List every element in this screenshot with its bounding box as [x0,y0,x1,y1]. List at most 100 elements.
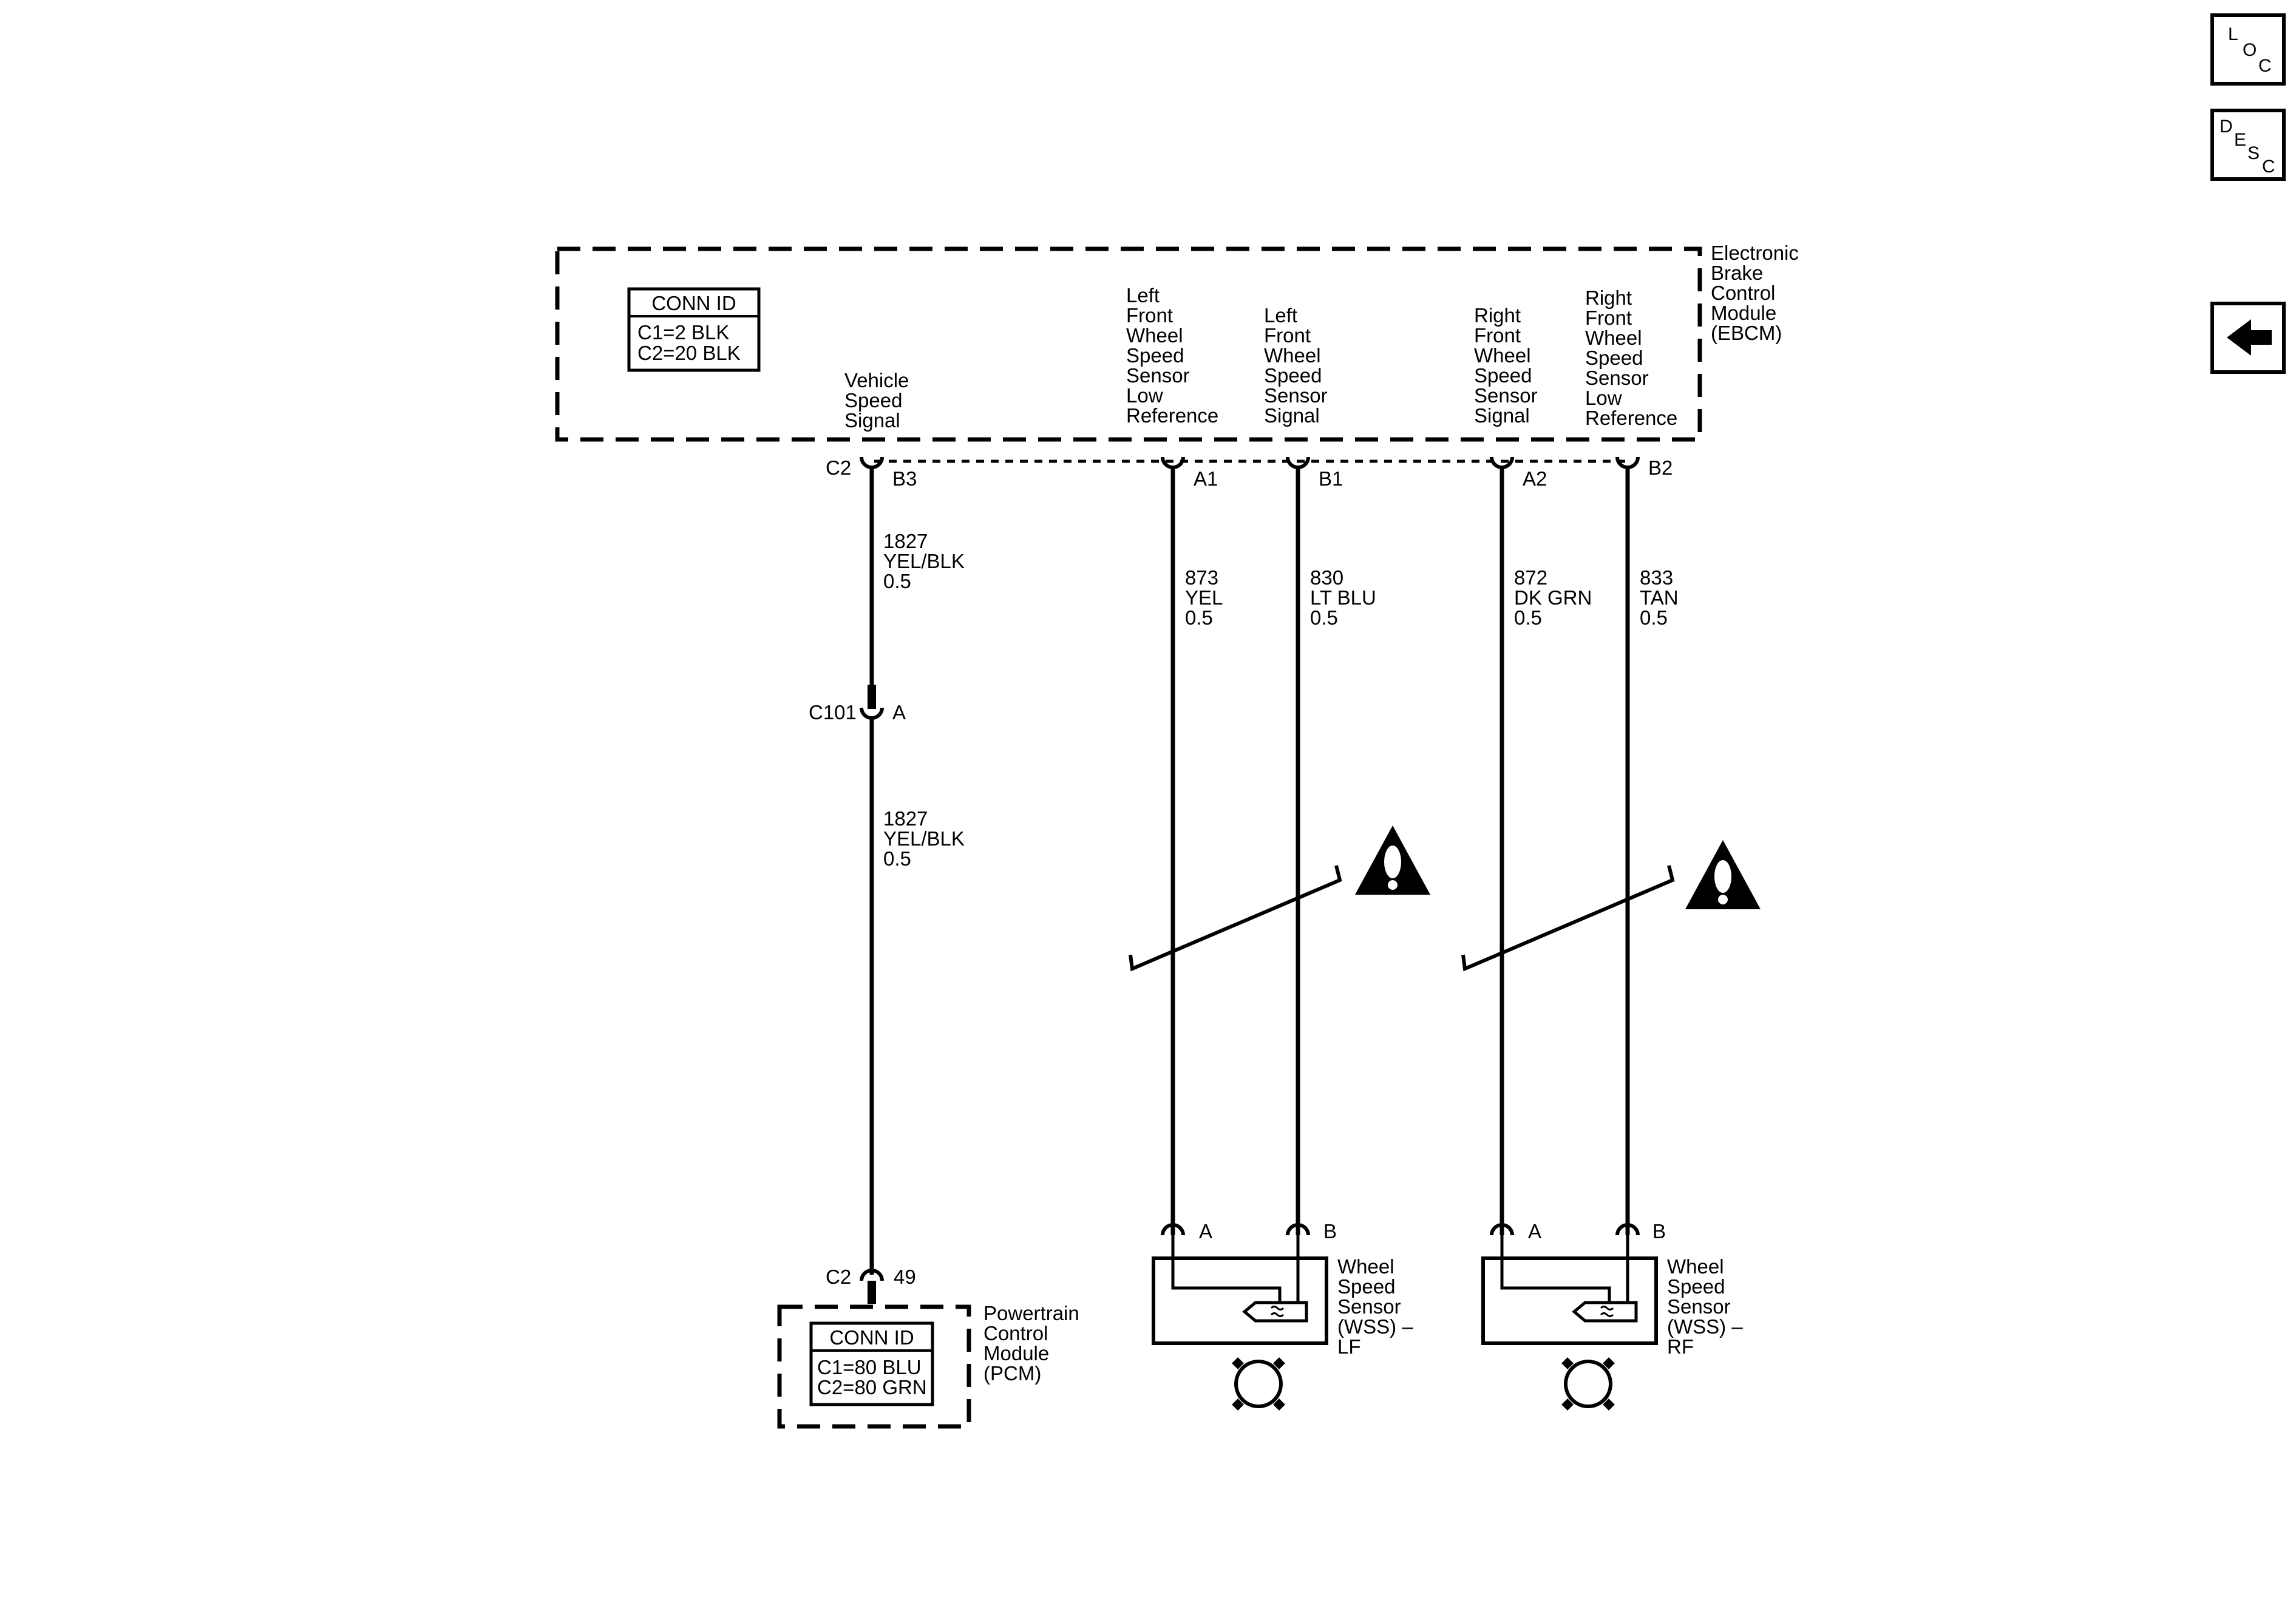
wire-label-line: 872 [1514,566,1547,589]
wire-label-1827-lower: 1827 YEL/BLK 0.5 [883,807,965,870]
circuit-label-line: Front [1474,324,1521,347]
pin-terminal-wss-rf-b [1615,1223,1640,1236]
wss-rf-name: Wheel Speed Sensor (WSS) – RF [1667,1255,1743,1358]
circuit-label-line: Speed [1585,347,1643,369]
wire-label-830: 830 LT BLU 0.5 [1310,566,1376,629]
pin-terminal-b3 [860,456,884,469]
wss-name-line: (WSS) – [1337,1315,1413,1338]
wire-label-line: DK GRN [1514,586,1592,609]
esd-warning-icon[interactable] [1685,840,1761,909]
loc-letter-l: L [2228,24,2238,44]
circuit-label-line: Speed [1126,344,1184,367]
pcm-conn-id-title: CONN ID [829,1326,914,1349]
wss-rf-sensor: A B [1481,1220,1666,1411]
circuit-label-line: Reference [1126,404,1218,427]
wss-lf-name: Wheel Speed Sensor (WSS) – LF [1337,1255,1413,1358]
circuit-label-line: Vehicle [844,369,909,392]
wss-lf-pin-a-label: A [1199,1220,1212,1242]
wire-label-line: 0.5 [883,847,911,870]
wire-label-line: 0.5 [1185,606,1213,629]
ebcm-conn-id-c2: C2=20 BLK [637,342,741,364]
circuit-label-line: Low [1585,387,1622,409]
left-arrow-icon [2227,319,2272,356]
wss-lf-pin-b-label: B [1323,1220,1337,1242]
circuit-label-line: Left [1126,284,1160,307]
circuit-label-line: Front [1264,324,1311,347]
wire-label-line: 1827 [883,530,928,552]
wss-rf-pin-b-label: B [1652,1220,1666,1242]
pin-terminal-wss-rf-a [1490,1223,1514,1236]
wire-label-line: YEL/BLK [883,827,965,850]
ebcm-conn-id-box: CONN ID C1=2 BLK C2=20 BLK [627,287,761,372]
ebcm-module [555,246,1702,463]
pcm-connector-label: C2 [826,1266,851,1288]
circuit-label-lf-signal: Left Front Wheel Speed Sensor Signal [1264,304,1328,427]
circuit-label-line: Speed [1264,364,1322,387]
pcm-name: Powertrain Control Module (PCM) [983,1302,1079,1385]
loc-letter-c: C [2258,56,2272,76]
wire-label-line: 0.5 [1640,606,1668,629]
pcm-conn-id-box: CONN ID C1=80 BLU C2=80 GRN [809,1321,934,1406]
ebcm-name-line: Module [1711,302,1776,324]
esd-warning-icon[interactable] [1355,825,1430,895]
pcm-name-line: Control [983,1322,1048,1344]
pcm-name-line: Powertrain [983,1302,1079,1324]
pin-label-a2: A2 [1523,467,1547,490]
circuit-label-line: Reference [1585,407,1677,429]
circuit-label-line: Right [1474,304,1521,327]
wss-name-line: Speed [1667,1275,1725,1298]
desc-letter-d: D [2220,117,2233,137]
coil-icon [1270,1306,1285,1317]
c101-label: C101 [809,701,857,724]
wire-label-line: 833 [1640,566,1673,589]
circuit-label-line: Wheel [1474,344,1531,367]
pin-terminal-pcm-49 [860,1269,884,1281]
back-button[interactable] [2210,302,2286,374]
pcm-module: C2 49 [777,1266,971,1429]
circuit-label-line: Right [1585,286,1632,309]
wire-label-872: 872 DK GRN 0.5 [1514,566,1592,629]
coil-icon [1600,1306,1614,1317]
pcm-name-line: (PCM) [983,1362,1041,1385]
circuit-label-line: Wheel [1126,324,1183,347]
pcm-name-line: Module [983,1342,1049,1364]
circuit-label-line: Speed [844,389,902,412]
ebcm-name: Electronic Brake Control Module (EBCM) [1711,242,1799,344]
twisted-pair-symbol-rf [1461,865,1675,972]
desc-letter-e: E [2234,130,2246,150]
ebcm-connector-label: C2 [826,456,851,479]
loc-button[interactable]: L O C [2210,13,2286,86]
wss-name-line: Wheel [1667,1255,1724,1278]
pin-label-b1: B1 [1319,467,1343,490]
circuit-label-vss: Vehicle Speed Signal [844,369,909,432]
wire-label-line: 0.5 [1310,606,1338,629]
desc-button[interactable]: D E S C [2210,109,2286,181]
pin-label-a1: A1 [1194,467,1218,490]
wss-name-line: RF [1667,1335,1694,1358]
pcm-pin-label: 49 [894,1266,916,1288]
circuit-label-line: Sensor [1126,364,1190,387]
pin-terminal-wss-lf-b [1286,1223,1310,1236]
ebcm-name-line: (EBCM) [1711,322,1782,344]
circuit-label-rf-signal: Right Front Wheel Speed Sensor Signal [1474,304,1538,427]
wss-name-line: Sensor [1667,1295,1731,1318]
circuit-label-line: Wheel [1264,344,1321,367]
circuit-label-line: Front [1585,307,1632,329]
wire-label-line: 830 [1310,566,1343,589]
wire-label-line: YEL/BLK [883,550,965,572]
ebcm-name-line: Brake [1711,262,1763,284]
c101-pin-label: A [892,701,906,724]
ebcm-name-line: Control [1711,282,1775,304]
wire-label-line: TAN [1640,586,1679,609]
tone-ring-icon [1561,1357,1615,1411]
wires [869,466,1630,1275]
wss-rf-pin-a-label: A [1528,1220,1541,1242]
wss-name-line: Speed [1337,1275,1395,1298]
twisted-pair-symbol-lf [1129,865,1342,972]
circuit-label-line: Signal [1264,404,1320,427]
circuit-label-line: Signal [1474,404,1530,427]
wire-label-1827-upper: 1827 YEL/BLK 0.5 [883,530,965,592]
desc-letter-c: C [2262,157,2275,177]
circuit-label-line: Sensor [1585,367,1649,389]
